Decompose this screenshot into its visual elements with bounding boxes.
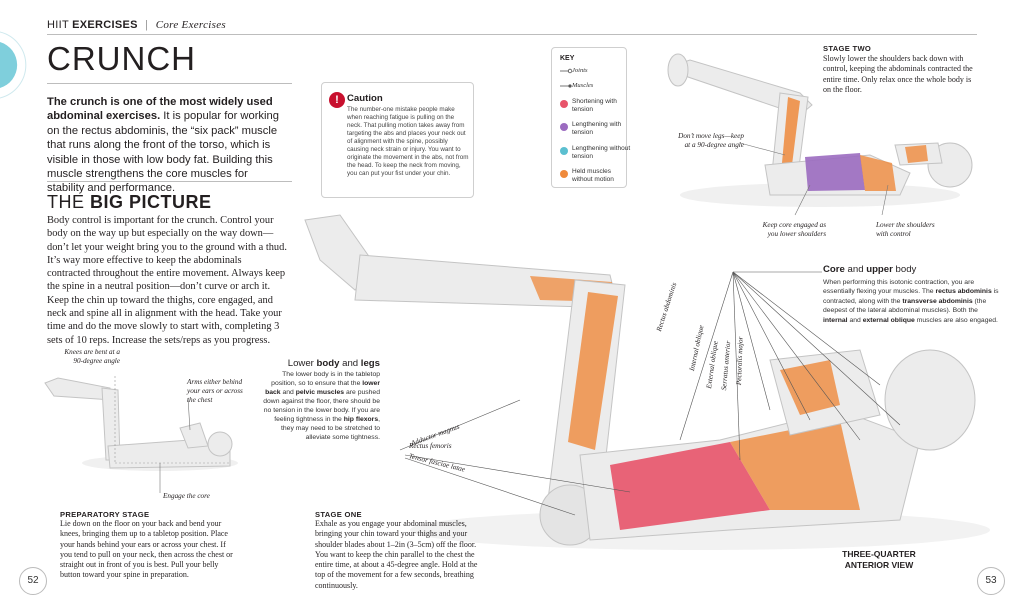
header-subsection: Core Exercises (155, 19, 226, 31)
core-text-part: muscles are also engaged. (914, 316, 998, 324)
lower-text-bold: pelvic muscles (295, 389, 345, 396)
stage-two-text: Slowly lower the shoulders back down wit… (823, 54, 973, 94)
stage-two-shoulders-label: Lower the shoulders with control (876, 221, 935, 238)
core-text-part: (the deepest of the lateral abdominal mu… (823, 297, 987, 315)
view-label-line2: ANTERIOR VIEW (844, 560, 914, 570)
view-label: THREE-QUARTER ANTERIOR VIEW (829, 549, 929, 571)
intro-paragraph: The crunch is one of the most widely use… (47, 95, 287, 196)
intro-rest: It is popular for working on the rectus … (47, 110, 279, 195)
header-section: HIIT (47, 19, 69, 31)
main-crunch-figure (304, 214, 990, 550)
stage-two-figure (667, 53, 973, 216)
key-item-label: Held muscles without motion (572, 168, 614, 183)
big-picture-heading: THE BIG PICTURE (47, 192, 212, 213)
stage-two-core-label: Keep core engaged as you lower shoulders (762, 221, 826, 238)
big-picture-light: THE (47, 192, 91, 212)
header-rule (47, 34, 977, 35)
caution-title: Caution (347, 93, 383, 104)
key-item-lengthening-no-tension: Lengthening without tension (560, 145, 630, 163)
view-label-line1: THREE-QUARTER (842, 549, 916, 559)
stage-one-text: Exhale as you engage your abdominal musc… (315, 519, 478, 590)
page-title: CRUNCH (47, 40, 196, 77)
core-heading-and: and (844, 264, 867, 275)
stage-two-legs-label: Don’t move legs—keep at a 90-degree angl… (678, 132, 744, 149)
teal-arc-decoration (0, 31, 27, 99)
caution-text: The number-one mistake people make when … (347, 106, 469, 177)
big-picture-text: Body control is important for the crunch… (47, 215, 287, 346)
core-text-bold: rectus abdominis (935, 288, 992, 296)
key-title: KEY (560, 55, 575, 62)
key-item-held: Held muscles without motion (560, 168, 626, 186)
big-picture-bold: BIG PICTURE (90, 192, 212, 212)
prep-core-label: Engage the core (163, 492, 210, 500)
lower-text-part: are pushed down against the floor, there… (263, 389, 380, 423)
lower-text-bold: lower back (265, 380, 380, 396)
lower-heading-bold: body (316, 358, 340, 369)
header-section-bold: EXERCISES (72, 19, 138, 31)
core-text-bold: external oblique (862, 316, 915, 324)
key-item-label: Lengthening without tension (572, 145, 631, 160)
page-number-right: 53 (977, 567, 1005, 595)
lower-text-part: , they may need to be stretched to allev… (281, 416, 380, 441)
joint-symbol-icon (560, 68, 573, 74)
key-joints-label: Joints (572, 67, 588, 74)
core-text-bold: transverse abdominis (902, 297, 973, 305)
key-muscles-label: Muscles (572, 82, 594, 89)
intro-lead: The crunch is one of the most widely use… (47, 96, 273, 123)
lower-text-bold: hip flexors (343, 416, 379, 423)
lower-text-part: The lower body is in the tabletop positi… (271, 371, 380, 387)
shortening-swatch (560, 100, 568, 108)
core-heading-core: Core (823, 264, 845, 275)
header-separator: | (145, 19, 149, 31)
key-joints: Joints (560, 67, 626, 77)
core-upper-heading: Core and upper body (823, 264, 916, 275)
key-item-label: Lengthening with tension (572, 121, 622, 136)
prep-arms-label: Arms either behind your ears or across t… (187, 378, 243, 404)
pectoralis-major-label: Pectoralis major (735, 336, 745, 386)
rectus-femoris-label: Rectus femoris (409, 442, 452, 450)
key-item-shortening: Shortening with tension (560, 98, 626, 116)
core-text-part: When performing this isotonic contractio… (823, 279, 975, 296)
key-item-lengthening: Lengthening with tension (560, 121, 626, 139)
muscle-symbol-icon (560, 84, 572, 88)
lower-text-part: and (280, 389, 296, 396)
core-upper-text: When performing this isotonic contractio… (823, 278, 1003, 325)
core-text-bold: internal (823, 316, 848, 324)
lengthening-swatch (560, 123, 568, 131)
prep-heading: PREPARATORY STAGE (60, 510, 150, 519)
lower-heading-part: and (339, 358, 361, 369)
core-heading-upper: upper (866, 264, 893, 275)
caution-icon: ! (329, 92, 345, 108)
lower-body-heading: Lower body and legs (268, 358, 380, 369)
stage-one-heading: STAGE ONE (315, 510, 362, 519)
core-heading-body: body (892, 264, 917, 275)
core-text-part: is contracted, along with the (823, 288, 999, 305)
key-box (551, 47, 627, 188)
lower-heading-bold: legs (360, 358, 380, 369)
caution-box (321, 82, 474, 198)
section-header: HIIT EXERCISES | Core Exercises (47, 19, 226, 31)
held-swatch (560, 170, 568, 178)
page-number-left: 52 (19, 567, 47, 595)
preparatory-figure (44, 376, 238, 493)
key-item-label: Shortening with tension (572, 98, 617, 113)
prep-text: Lie down on the floor on your back and b… (60, 519, 233, 580)
no-tension-swatch (560, 147, 568, 155)
stage-two-heading: STAGE TWO (823, 44, 872, 53)
lower-heading-part: Lower (287, 358, 317, 369)
intro-rule (47, 181, 292, 182)
key-muscles: Muscles (560, 82, 626, 92)
lower-body-text: The lower body is in the tabletop positi… (262, 370, 380, 442)
core-text-part: and (847, 316, 863, 324)
prep-knees-label: Knees are bent at a 90-degree angle (64, 348, 120, 365)
title-rule (47, 83, 292, 84)
